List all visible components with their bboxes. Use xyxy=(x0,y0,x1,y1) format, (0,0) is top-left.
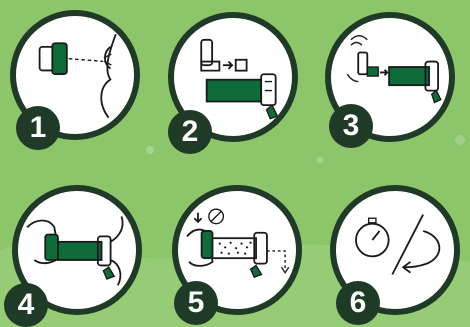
step-number: 4 xyxy=(4,283,48,327)
step-number: 2 xyxy=(168,110,212,154)
step-1-panel: 1 xyxy=(10,10,140,140)
step-5-panel: 5 xyxy=(172,185,302,315)
step-3-panel: 3 xyxy=(325,12,455,142)
step-number: 1 xyxy=(16,106,60,150)
step-2-panel: 2 xyxy=(168,12,298,142)
step-number: 3 xyxy=(329,104,373,148)
step-4-panel: 4 xyxy=(12,185,142,315)
step-number: 6 xyxy=(336,281,380,325)
step-number: 5 xyxy=(174,281,218,325)
step-6-panel: 6 xyxy=(330,185,460,315)
